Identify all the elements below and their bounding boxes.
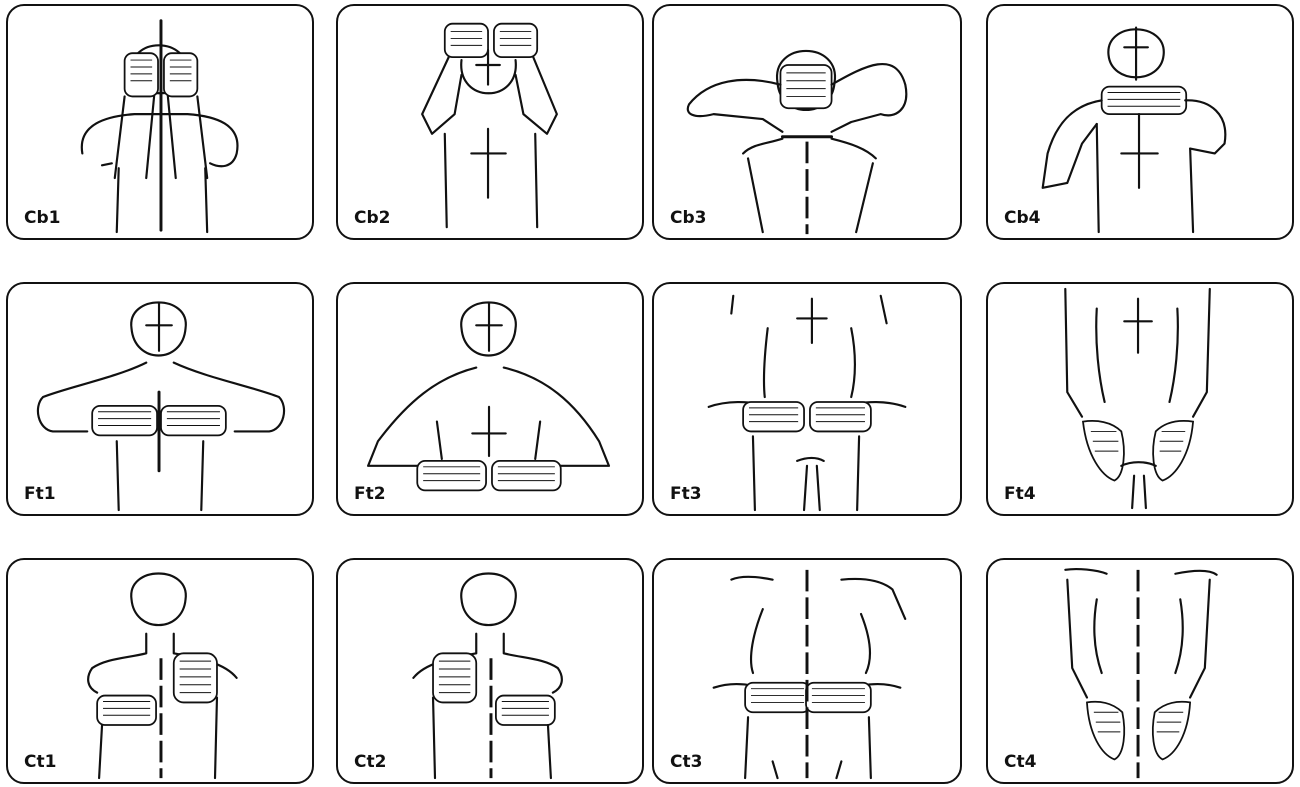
figure-ct1 [8, 560, 312, 782]
panel-cb3: Cb3 [652, 4, 962, 240]
panel-ct4: Ct4 [986, 558, 1294, 784]
panel-label: Cb4 [1004, 208, 1040, 228]
panel-label: Ct1 [24, 752, 56, 772]
panel-ct3: Ct3 [652, 558, 962, 784]
figure-ft4 [988, 284, 1292, 514]
panel-label: Ct3 [670, 752, 702, 772]
panel-ct1: Ct1 [6, 558, 314, 784]
panel-label: Ft2 [354, 484, 386, 504]
panel-ft3: Ft3 [652, 282, 962, 516]
panel-cb4: Cb4 [986, 4, 1294, 240]
panel-label: Ft4 [1004, 484, 1036, 504]
figure-cb3 [654, 6, 960, 238]
panel-cb1: Cb1 [6, 4, 314, 240]
panel-label: Cb2 [354, 208, 390, 228]
figure-cb1 [8, 6, 312, 238]
panel-label: Cb3 [670, 208, 706, 228]
figure-ft1 [8, 284, 312, 514]
panel-cb2: Cb2 [336, 4, 644, 240]
figure-ft2 [338, 284, 642, 514]
panel-ft2: Ft2 [336, 282, 644, 516]
panel-label: Ct2 [354, 752, 386, 772]
figure-ct4 [988, 560, 1292, 782]
panel-ft1: Ft1 [6, 282, 314, 516]
figure-cb4 [988, 6, 1292, 238]
panel-ct2: Ct2 [336, 558, 644, 784]
figure-ct2 [338, 560, 642, 782]
figure-ft3 [654, 284, 960, 514]
panel-ft4: Ft4 [986, 282, 1294, 516]
panel-label: Ft1 [24, 484, 56, 504]
figure-cb2 [338, 6, 642, 238]
panel-label: Ft3 [670, 484, 702, 504]
figure-ct3 [654, 560, 960, 782]
panel-label: Ct4 [1004, 752, 1036, 772]
panel-label: Cb1 [24, 208, 60, 228]
